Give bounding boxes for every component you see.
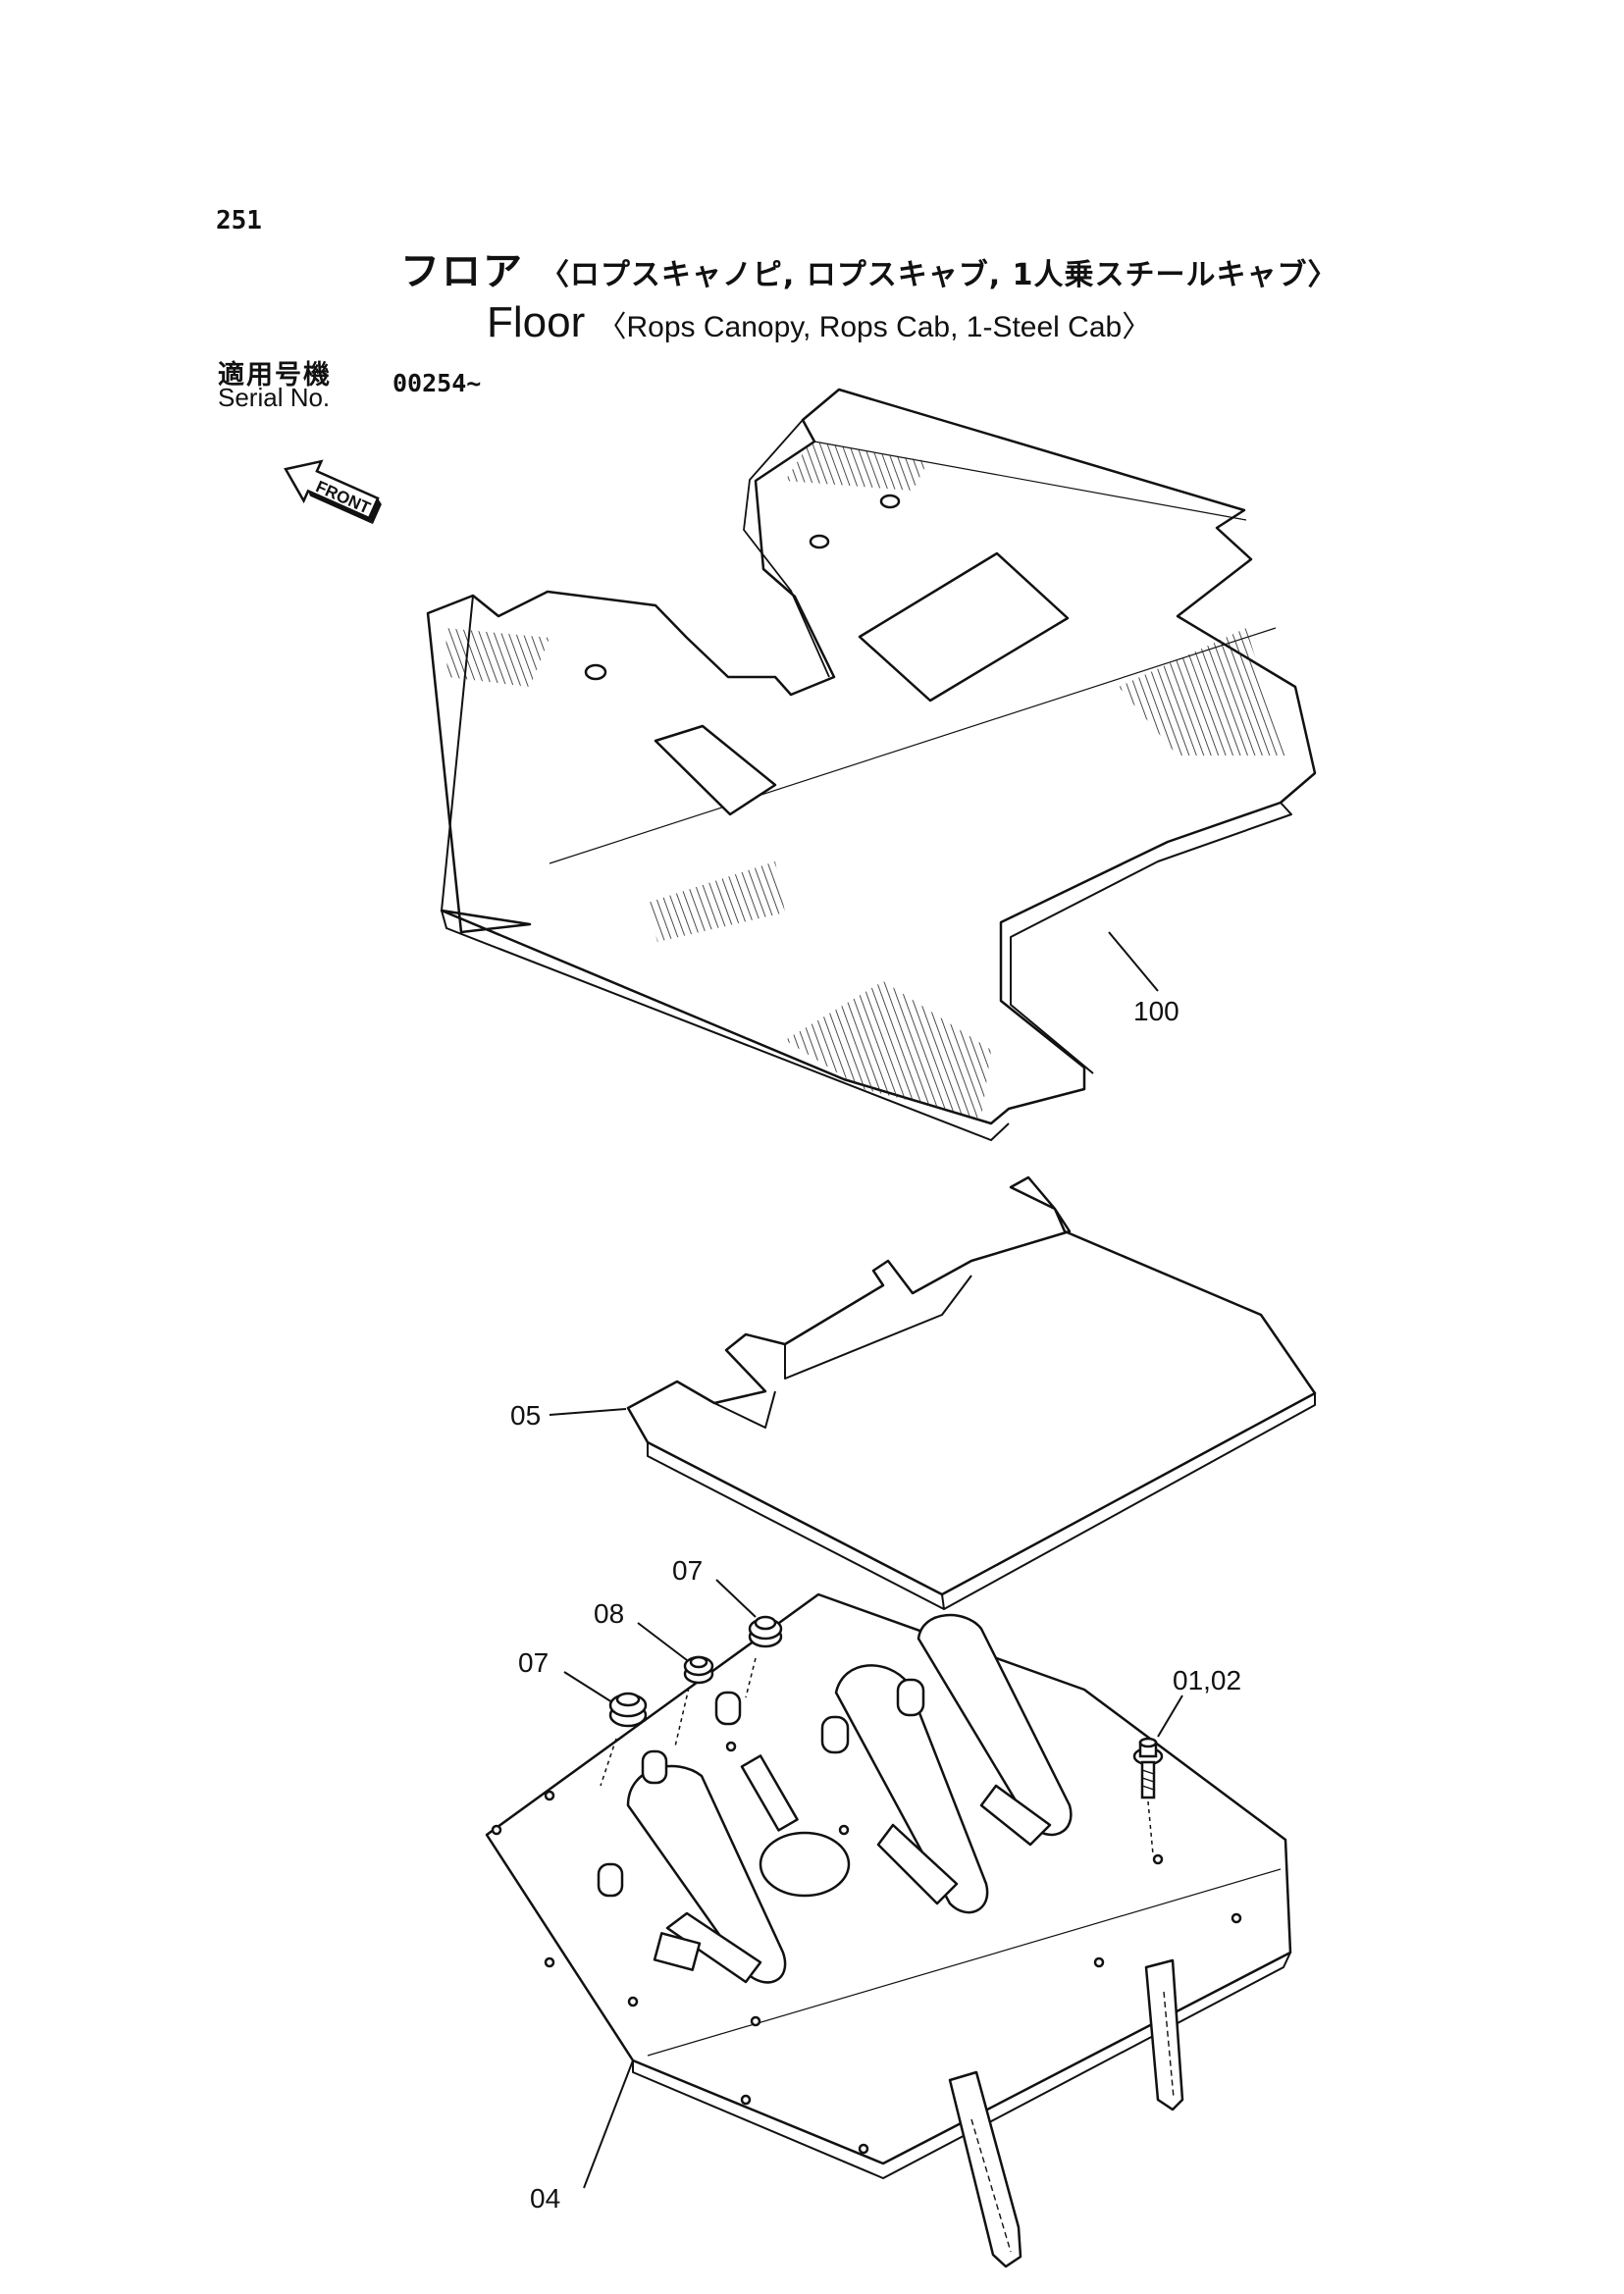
callout-07-right: 07 — [672, 1555, 703, 1586]
callout-01-02: 01,02 — [1173, 1665, 1241, 1695]
mount-bracket-right — [1144, 1958, 1184, 2112]
leader-07-right — [715, 1579, 757, 1618]
callout-07-left: 07 — [518, 1647, 549, 1678]
leader-07-left — [563, 1671, 613, 1703]
subtitle-jp: 〈ロプスキャノピ, ロプスキャブ, 1人乗スチールキャブ〉 — [539, 258, 1338, 292]
serial-value: 00254~ — [393, 369, 482, 397]
leader-08 — [637, 1622, 688, 1661]
leader-100 — [1108, 931, 1159, 992]
base-plate-part-04 — [485, 1592, 1292, 2268]
page-number: 251 — [216, 206, 262, 235]
grommet-part-08 — [674, 1655, 714, 1747]
callout-05: 05 — [510, 1400, 541, 1431]
mount-bracket-left — [948, 2070, 1022, 2268]
callout-100: 100 — [1133, 996, 1179, 1026]
grommet-part-07-right — [745, 1615, 783, 1698]
pedal-left — [626, 1764, 787, 1984]
leader-01-02 — [1157, 1694, 1183, 1738]
leader-04 — [583, 2059, 634, 2189]
front-arrow-icon: FRONT — [284, 459, 382, 525]
callout-08: 08 — [594, 1598, 624, 1629]
callout-04: 04 — [530, 2183, 560, 2214]
pedal-center — [834, 1664, 989, 1914]
leader-05 — [549, 1408, 627, 1416]
title-en: Floor 〈Rops Canopy, Rops Cab, 1-Steel Ca… — [487, 298, 1151, 347]
bolt-part-01-02 — [1132, 1737, 1164, 1855]
serial-label-en: Serial No. — [218, 383, 331, 412]
serial-label-jp: 適用号機 — [218, 360, 332, 391]
floor-mat-part-100 — [426, 388, 1317, 1141]
title-jp-main: フロア — [400, 249, 524, 294]
title-jp: フロア 〈ロプスキャノピ, ロプスキャブ, 1人乗スチールキャブ〉 — [400, 239, 1338, 296]
grommet-part-07-left — [600, 1692, 648, 1787]
floor-cover-part-05 — [626, 1175, 1317, 1610]
subtitle-en: 〈Rops Canopy, Rops Cab, 1-Steel Cab〉 — [597, 311, 1152, 343]
pedal-right — [917, 1613, 1073, 1847]
title-en-main: Floor — [487, 298, 586, 346]
